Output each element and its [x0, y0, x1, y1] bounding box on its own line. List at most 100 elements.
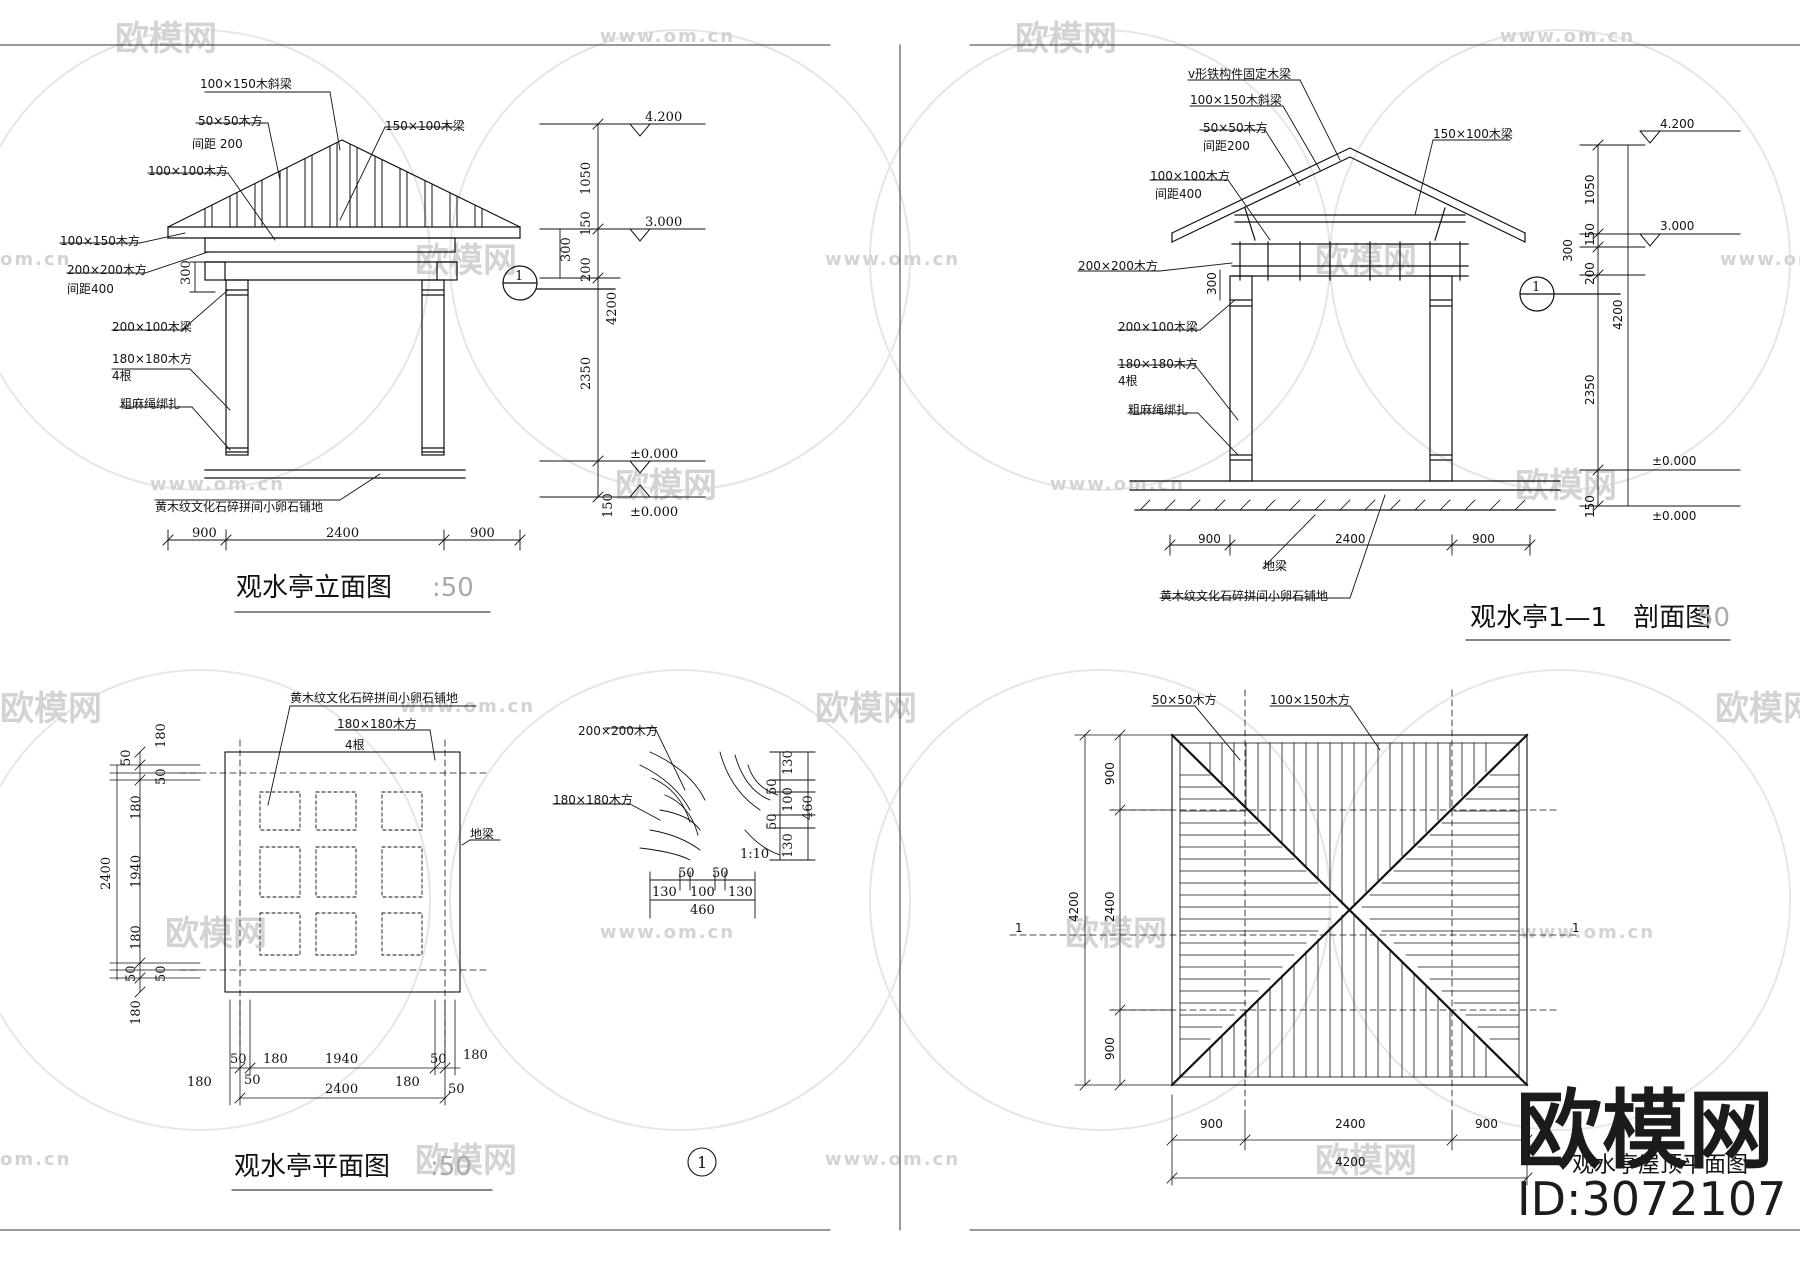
- section-text: v形铁构件固定木梁 100×150木斜梁 50×50木方 间距200 150×1…: [1078, 66, 1730, 633]
- roof-dim-b-900a: 900: [1200, 1117, 1223, 1131]
- post-detail-text: 200×200木方 180×180木方 1:10 130 50 100 50 1…: [553, 723, 816, 918]
- label-paving: 黄木纹文化石碎拼间小卵石铺地: [155, 499, 323, 514]
- label-purlin-spacing: 间距 200: [192, 137, 243, 151]
- detail-arcs: [639, 751, 781, 861]
- watermark-url: www.om.cn: [1050, 474, 1185, 495]
- watermark-circle: [0, 669, 431, 1131]
- section-mark: 1: [1532, 280, 1540, 295]
- plan-paving-grid: [259, 791, 423, 956]
- section-mark: 1: [515, 269, 523, 284]
- post-detail: [552, 727, 816, 919]
- watermark-layer: 欧模网 www.om.cn 欧模网 www.om.cn om.cn 欧模网 ww…: [0, 19, 1800, 1181]
- detail-dim-r-b: 50: [765, 778, 780, 795]
- plan-dims-bottom: [229, 999, 461, 1106]
- dim-h-900a: 900: [192, 526, 217, 541]
- dim-4200: 4200: [605, 292, 620, 325]
- detail-dim-b-f: 460: [690, 903, 715, 918]
- section-roof: [1171, 147, 1526, 234]
- plan-dim-180c: 180: [129, 925, 144, 950]
- section-label-v-iron: v形铁构件固定木梁: [1188, 66, 1291, 81]
- roof-dim-l-900b: 900: [1103, 1037, 1117, 1060]
- plan-dim-b-50b: 50: [430, 1052, 447, 1067]
- detail-dim-b-e: 130: [728, 885, 753, 900]
- section-post-right: [1429, 275, 1453, 482]
- elevation-view: [59, 91, 706, 613]
- section-level-0b: ±0.000: [1652, 509, 1696, 523]
- roof-dim-l-2400: 2400: [1103, 891, 1117, 922]
- roof-plan-text: 50×50木方 100×150木方 900 2400 900 4200 900 …: [1015, 692, 1748, 1178]
- section-title: 观水亭1—1 剖面图: [1470, 603, 1711, 633]
- detail-scale: 1:10: [740, 847, 769, 862]
- plan-text: 黄木纹文化石碎拼间小卵石铺地 180×180木方 4根 地梁 180 50 50…: [99, 690, 707, 1182]
- watermark-url: www.om.cn: [150, 474, 285, 495]
- plan-dim-1940: 1940: [129, 855, 144, 888]
- detail-dim-r-e: 130: [781, 833, 796, 858]
- section-label-square-100: 100×100木方: [1150, 168, 1230, 183]
- plan-view: [109, 705, 717, 1191]
- section-label-ground-beam: 地梁: [1263, 558, 1287, 573]
- roof-dim-b-900b: 900: [1475, 1117, 1498, 1131]
- dim-150b: 150: [601, 493, 616, 518]
- section-label-beam-200: 200×100木梁: [1118, 319, 1198, 334]
- label-square-100: 100×100木方: [148, 163, 228, 178]
- roof-section-cut-right: 1: [1572, 921, 1580, 935]
- detail-dim-b-b: 50: [712, 866, 729, 881]
- plan-dim-b-1940: 1940: [325, 1052, 358, 1067]
- elevation-text: 100×150木斜梁 50×50木方 间距 200 150×100木梁 100×…: [60, 76, 682, 603]
- detail-dim-r-f: 460: [801, 795, 816, 820]
- plan-dim-b-2400: 2400: [325, 1082, 358, 1097]
- plan-scale: :50: [430, 1152, 472, 1182]
- roof-dim-b-4200: 4200: [1335, 1155, 1366, 1169]
- section-label-spacing-400: 间距400: [1155, 187, 1202, 201]
- section-leaders: [1077, 79, 1511, 599]
- watermark-circle: [0, 29, 431, 491]
- detail-label-200: 200×200木方: [578, 723, 658, 738]
- ground-hatch: [1139, 499, 1526, 511]
- watermark-logo: 欧模网: [415, 241, 517, 281]
- section-dim-200: 200: [1583, 262, 1597, 285]
- level-4200: 4.200: [645, 110, 682, 125]
- watermark-logo: 欧模网: [115, 19, 217, 59]
- roof-dim-b-2400: 2400: [1335, 1117, 1366, 1131]
- plan-label-paving: 黄木纹文化石碎拼间小卵石铺地: [290, 690, 458, 705]
- plan-dim-b-50d: 50: [448, 1082, 465, 1097]
- brand-stamp: 欧模网 ID:3072107: [1516, 1081, 1786, 1226]
- post-right: [421, 279, 445, 456]
- plan-dim-b-180d: 180: [395, 1075, 420, 1090]
- section-label-beam-150: 150×100木梁: [1433, 126, 1513, 141]
- plan-dim-180b: 180: [129, 795, 144, 820]
- label-beam-200x100: 200×100木梁: [112, 319, 192, 334]
- watermark-logo: 欧模网: [615, 466, 717, 506]
- section-dim-h-2400: 2400: [1335, 532, 1366, 546]
- dim-h-900b: 900: [470, 526, 495, 541]
- watermark-url: www.om.cn: [1720, 249, 1800, 270]
- roof-rafters: [204, 142, 483, 228]
- plan-dim-b-180c: 180: [187, 1075, 212, 1090]
- dim-300b: 300: [179, 260, 194, 285]
- section-label-post-count: 4根: [1118, 374, 1138, 388]
- dim-300: 300: [559, 237, 574, 262]
- elevation-dims-horizontal: [162, 529, 526, 551]
- plan-dim-50b: 50: [154, 768, 169, 785]
- plan-dim-2400: 2400: [99, 857, 114, 890]
- label-rafter-beam: 100×150木斜梁: [200, 76, 292, 91]
- roof-label-purlin: 50×50木方: [1152, 692, 1217, 707]
- section-dim-h-900b: 900: [1472, 532, 1495, 546]
- plan-label-post: 180×180木方: [337, 716, 417, 731]
- label-post-count: 4根: [112, 369, 132, 383]
- plan-dim-50c: 50: [124, 965, 139, 982]
- dim-200: 200: [579, 257, 594, 282]
- label-square-200: 200×200木方: [67, 262, 147, 277]
- watermark-logo: 欧模网: [1715, 689, 1800, 729]
- watermark-circle: [449, 669, 911, 1131]
- roof-plan: [1009, 689, 1581, 1186]
- plan-dim-b-50c: 50: [244, 1073, 261, 1088]
- section-dim-300: 300: [1561, 239, 1575, 262]
- detail-dim-r-c: 100: [781, 787, 796, 812]
- dim-h-2400: 2400: [326, 526, 359, 541]
- watermark-url: www.om.cn: [600, 26, 735, 47]
- roof-section-cut-left: 1: [1015, 921, 1023, 935]
- roof-plan-rafters: [1179, 742, 1520, 1078]
- roof-outline: [167, 139, 521, 228]
